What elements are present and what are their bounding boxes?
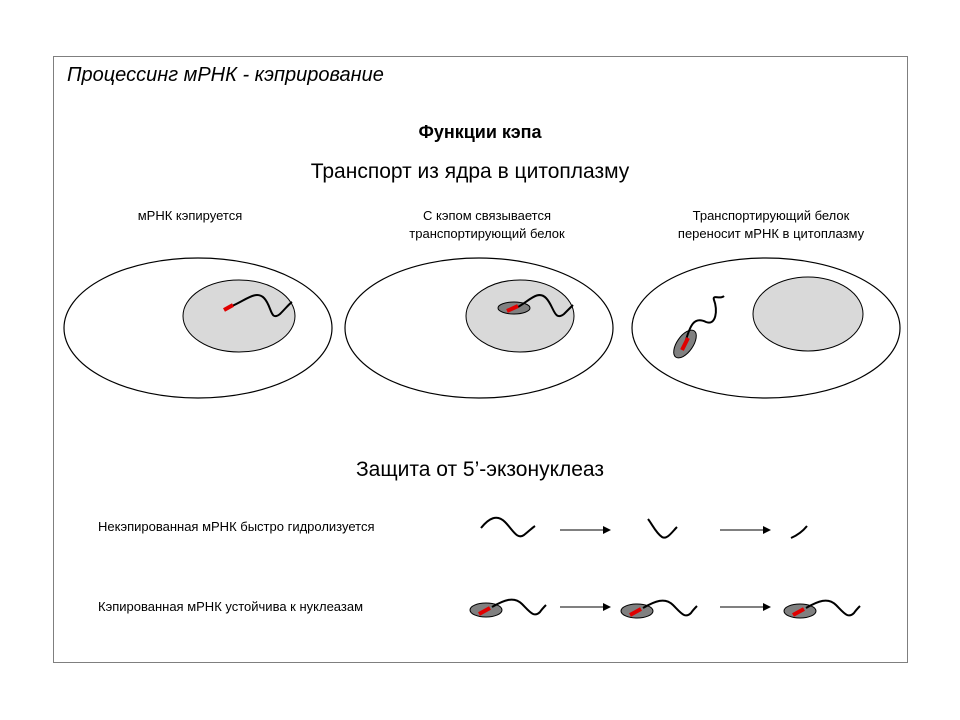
cell-1-mrna	[231, 294, 293, 317]
capped-mrna-2	[620, 599, 698, 619]
uncapped-row-label: Некэпированная мРНК быстро гидролизуется	[98, 519, 375, 534]
cell-2-cap	[506, 304, 519, 313]
capped-mrna-2-cap	[629, 607, 642, 617]
capped-mrna-3	[783, 599, 861, 619]
capped-mrna-3-strand	[805, 599, 861, 617]
capped-mrna-1	[469, 598, 547, 618]
capped-sequence	[469, 598, 861, 619]
slide-frame	[53, 56, 908, 663]
capped-mrna-1-cap	[478, 606, 491, 616]
caption-step-1-text: мРНК кэпируется	[137, 208, 243, 223]
uncapped-sequence	[480, 516, 808, 539]
cap-functions-heading: Функции кэпа	[418, 122, 542, 142]
capped-mrna-2-strand	[642, 599, 698, 617]
cell-1	[63, 257, 333, 399]
cell-1-nucleus	[182, 279, 296, 353]
uncapped-mrna-fragment	[790, 525, 808, 539]
cell-1-cap	[223, 303, 234, 312]
transport-section-title: Транспорт из ядра в цитоплазму	[310, 160, 630, 183]
protection-section-title: Защита от 5’-экзонуклеаз	[355, 458, 604, 481]
cell-2-mrna	[517, 294, 574, 317]
capped-row-label: Кэпированная мРНК устойчива к нуклеазам	[98, 599, 364, 614]
uncapped-mrna-partial	[647, 518, 678, 539]
cell-3-nucleus	[752, 276, 864, 352]
cell-2	[344, 257, 614, 399]
uncapped-mrna-full	[480, 516, 536, 538]
slide-title: Процессинг мРНК - кэприрование	[67, 64, 384, 86]
capped-mrna-3-cap	[792, 607, 805, 617]
caption-step-1: мРНК кэпируется	[100, 207, 280, 225]
cell-3	[631, 257, 901, 399]
capped-mrna-1-strand	[491, 598, 547, 616]
cell-3-mrna	[685, 295, 725, 341]
cell-3-cap	[680, 337, 690, 351]
